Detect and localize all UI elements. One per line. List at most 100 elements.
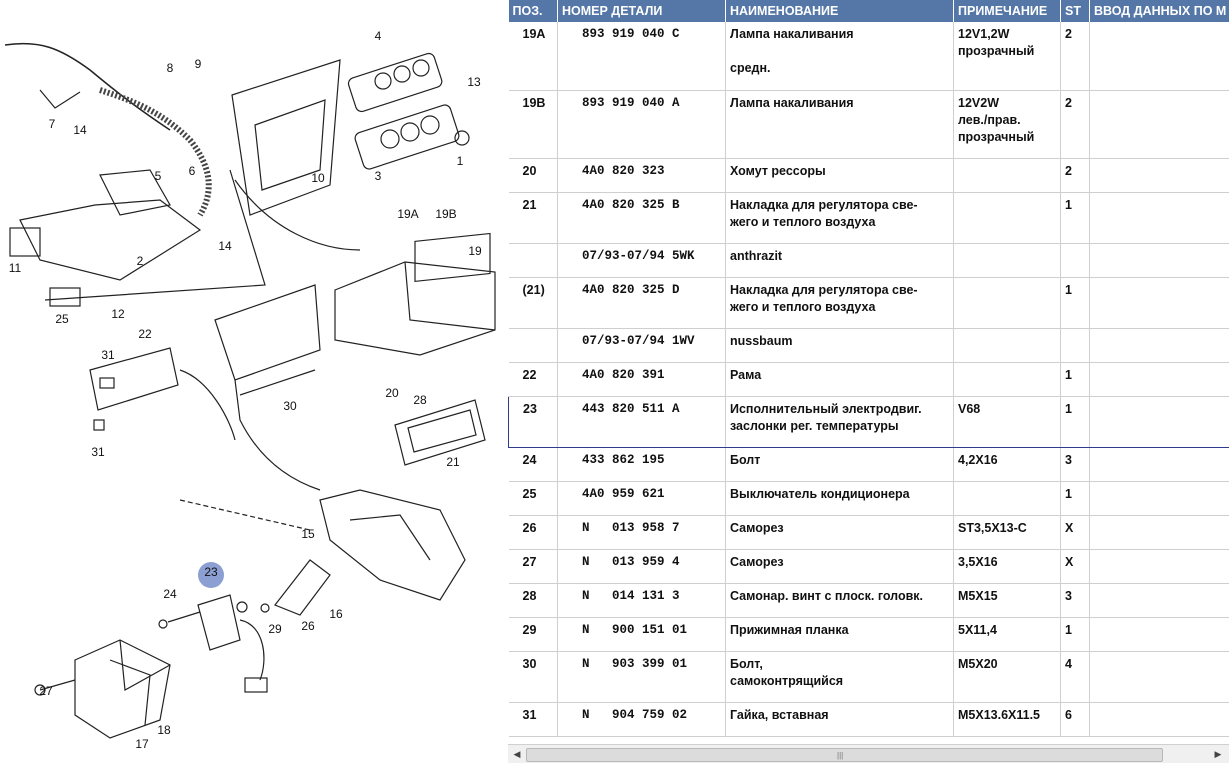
- cell-part-number: 893 919 040 A: [558, 90, 726, 158]
- cell-position: 24: [509, 447, 558, 481]
- callout-label[interactable]: 26: [301, 619, 315, 633]
- cell-st: 1: [1061, 617, 1090, 651]
- cell-name: Прижимная планка: [726, 617, 954, 651]
- callout-label[interactable]: 6: [189, 164, 196, 178]
- callout-label[interactable]: 15: [301, 527, 315, 541]
- callout-label[interactable]: 14: [73, 123, 87, 137]
- cell-note: [954, 362, 1061, 396]
- callout-label[interactable]: 13: [467, 75, 481, 89]
- cell-part-number: N 904 759 02: [558, 702, 726, 736]
- cell-data-input[interactable]: [1090, 651, 1229, 702]
- cell-st: 3: [1061, 447, 1090, 481]
- callout-label[interactable]: 18: [157, 723, 171, 737]
- cell-st: 1: [1061, 396, 1090, 447]
- cell-name: Саморез: [726, 549, 954, 583]
- cell-name: Саморез: [726, 515, 954, 549]
- callout-label[interactable]: 16: [329, 607, 343, 621]
- callout-label[interactable]: 31: [101, 348, 115, 362]
- callout-label[interactable]: 11: [9, 261, 22, 275]
- column-header-part-number[interactable]: НОМЕР ДЕТАЛИ: [558, 0, 726, 22]
- column-header-st[interactable]: ST: [1061, 0, 1090, 22]
- callout-label[interactable]: 25: [55, 312, 69, 326]
- callout-label[interactable]: 23: [204, 565, 218, 579]
- cell-st: 2: [1061, 90, 1090, 158]
- cell-note: M5X15: [954, 583, 1061, 617]
- column-header-note[interactable]: ПРИМЕЧАНИЕ: [954, 0, 1061, 22]
- cell-data-input[interactable]: [1090, 515, 1229, 549]
- column-header-position[interactable]: ПОЗ.: [509, 0, 558, 22]
- cell-data-input[interactable]: [1090, 617, 1229, 651]
- callout-label[interactable]: 30: [283, 399, 297, 413]
- cell-data-input[interactable]: [1090, 328, 1229, 362]
- callout-label[interactable]: 12: [111, 307, 125, 321]
- callout-label[interactable]: 19A: [397, 207, 418, 221]
- cell-data-input[interactable]: [1090, 277, 1229, 328]
- callout-label[interactable]: 31: [91, 445, 105, 459]
- cell-data-input[interactable]: [1090, 158, 1229, 192]
- callout-label[interactable]: 28: [413, 393, 427, 407]
- callout-label[interactable]: 22: [138, 327, 152, 341]
- callout-label[interactable]: 20: [385, 386, 399, 400]
- cell-data-input[interactable]: [1090, 90, 1229, 158]
- cell-position: (21): [509, 277, 558, 328]
- callout-label[interactable]: 21: [446, 455, 460, 469]
- callout-label[interactable]: 27: [39, 684, 53, 698]
- callout-label[interactable]: 4: [375, 29, 382, 43]
- scroll-left-icon[interactable]: ◀: [510, 747, 524, 761]
- cell-position: 22: [509, 362, 558, 396]
- callout-label[interactable]: 19: [468, 244, 482, 258]
- cell-st: [1061, 328, 1090, 362]
- callout-label[interactable]: 19B: [435, 207, 456, 221]
- callout-label[interactable]: 17: [135, 737, 149, 751]
- cell-note: ST3,5X13-C: [954, 515, 1061, 549]
- callout-label[interactable]: 1: [457, 154, 464, 168]
- callout-label[interactable]: 3: [375, 169, 382, 183]
- callout-label[interactable]: 24: [163, 587, 177, 601]
- horizontal-scrollbar[interactable]: ◀ ||| ▶: [508, 744, 1229, 763]
- callout-label[interactable]: 7: [49, 117, 56, 131]
- callout-label[interactable]: 29: [268, 622, 282, 636]
- cell-data-input[interactable]: [1090, 192, 1229, 243]
- callout-label[interactable]: 2: [137, 254, 144, 268]
- callout-label[interactable]: 10: [311, 171, 325, 185]
- cell-part-number: 443 820 511 A: [558, 396, 726, 447]
- cell-data-input[interactable]: [1090, 243, 1229, 277]
- cell-data-input[interactable]: [1090, 481, 1229, 515]
- column-header-data-input[interactable]: ВВОД ДАННЫХ ПО М: [1090, 0, 1229, 22]
- cell-name: Гайка, вставная: [726, 702, 954, 736]
- cell-data-input[interactable]: [1090, 583, 1229, 617]
- cell-data-input[interactable]: [1090, 702, 1229, 736]
- callout-label[interactable]: 5: [155, 169, 162, 183]
- cell-st: 3: [1061, 583, 1090, 617]
- scroll-right-icon[interactable]: ▶: [1211, 747, 1225, 761]
- cell-data-input[interactable]: [1090, 22, 1229, 90]
- callout-label[interactable]: 8: [167, 61, 174, 75]
- cell-data-input[interactable]: [1090, 396, 1229, 447]
- callout-label[interactable]: 14: [218, 239, 232, 253]
- callout-label[interactable]: 9: [195, 57, 202, 71]
- scrollbar-thumb[interactable]: |||: [526, 748, 1163, 762]
- cell-data-input[interactable]: [1090, 447, 1229, 481]
- cell-part-number: 433 862 195: [558, 447, 726, 481]
- cell-data-input[interactable]: [1090, 549, 1229, 583]
- cell-data-input[interactable]: [1090, 362, 1229, 396]
- column-header-name[interactable]: НАИМЕНОВАНИЕ: [726, 0, 954, 22]
